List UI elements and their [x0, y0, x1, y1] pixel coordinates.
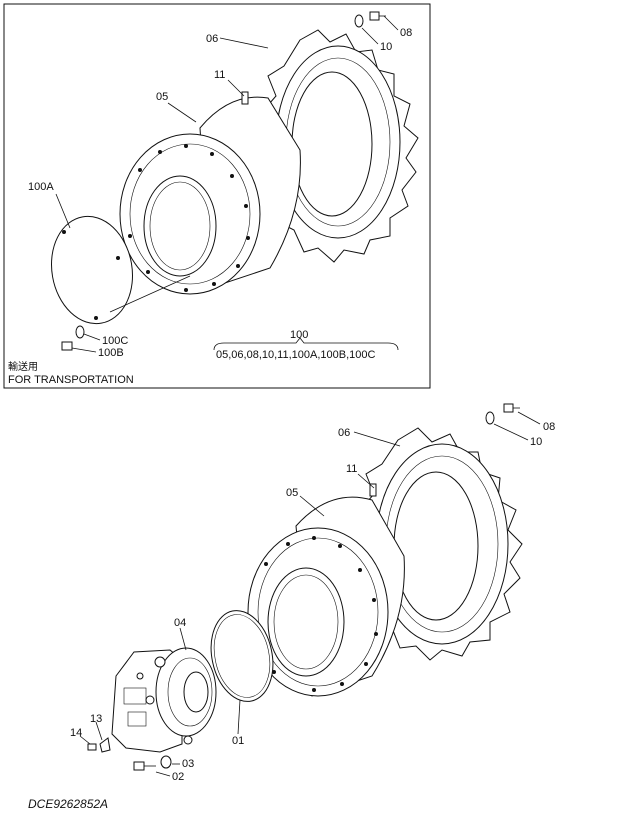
main-label-02: 02	[172, 771, 184, 783]
inset-label-100C: 100C	[102, 335, 128, 347]
inset-label-100A: 100A	[28, 181, 54, 193]
inset-sprocket	[261, 29, 419, 263]
inset-label-05: 05	[156, 91, 168, 103]
inset-bolt	[354, 11, 386, 28]
main-bolt-02	[133, 761, 145, 771]
inset-cover-plate	[51, 215, 133, 325]
inset-label-06: 06	[206, 33, 218, 45]
main-bolt-08	[503, 403, 520, 413]
inset-frame	[3, 3, 431, 389]
kit-number: 100	[290, 329, 308, 341]
main-washer-03	[160, 755, 172, 769]
main-label-11: 11	[346, 463, 357, 475]
inset-label-08: 08	[400, 27, 412, 39]
drawing-code: DCE9262852A	[28, 797, 108, 811]
main-hub	[247, 496, 405, 697]
main-label-08: 08	[543, 421, 555, 433]
inset-label-11: 11	[214, 69, 225, 81]
transport-note-japanese: 輸送用	[8, 360, 38, 373]
main-label-13: 13	[90, 713, 102, 725]
main-label-06: 06	[338, 427, 350, 439]
transport-note-english: FOR TRANSPORTATION	[8, 374, 134, 386]
kit-contents: 05,06,08,10,11,100A,100B,100C	[216, 349, 375, 361]
inset-hub	[119, 96, 301, 295]
o-ring	[210, 610, 274, 702]
travel-motor	[111, 647, 217, 753]
main-label-14: 14	[70, 727, 82, 739]
main-washer-10	[485, 411, 495, 425]
main-label-03: 03	[182, 758, 194, 770]
main-label-01: 01	[232, 735, 244, 747]
main-label-04: 04	[174, 617, 186, 629]
main-label-05: 05	[286, 487, 298, 499]
main-label-10: 10	[530, 436, 542, 448]
inset-label-10: 10	[380, 41, 392, 53]
inset-label-100B: 100B	[98, 347, 124, 359]
